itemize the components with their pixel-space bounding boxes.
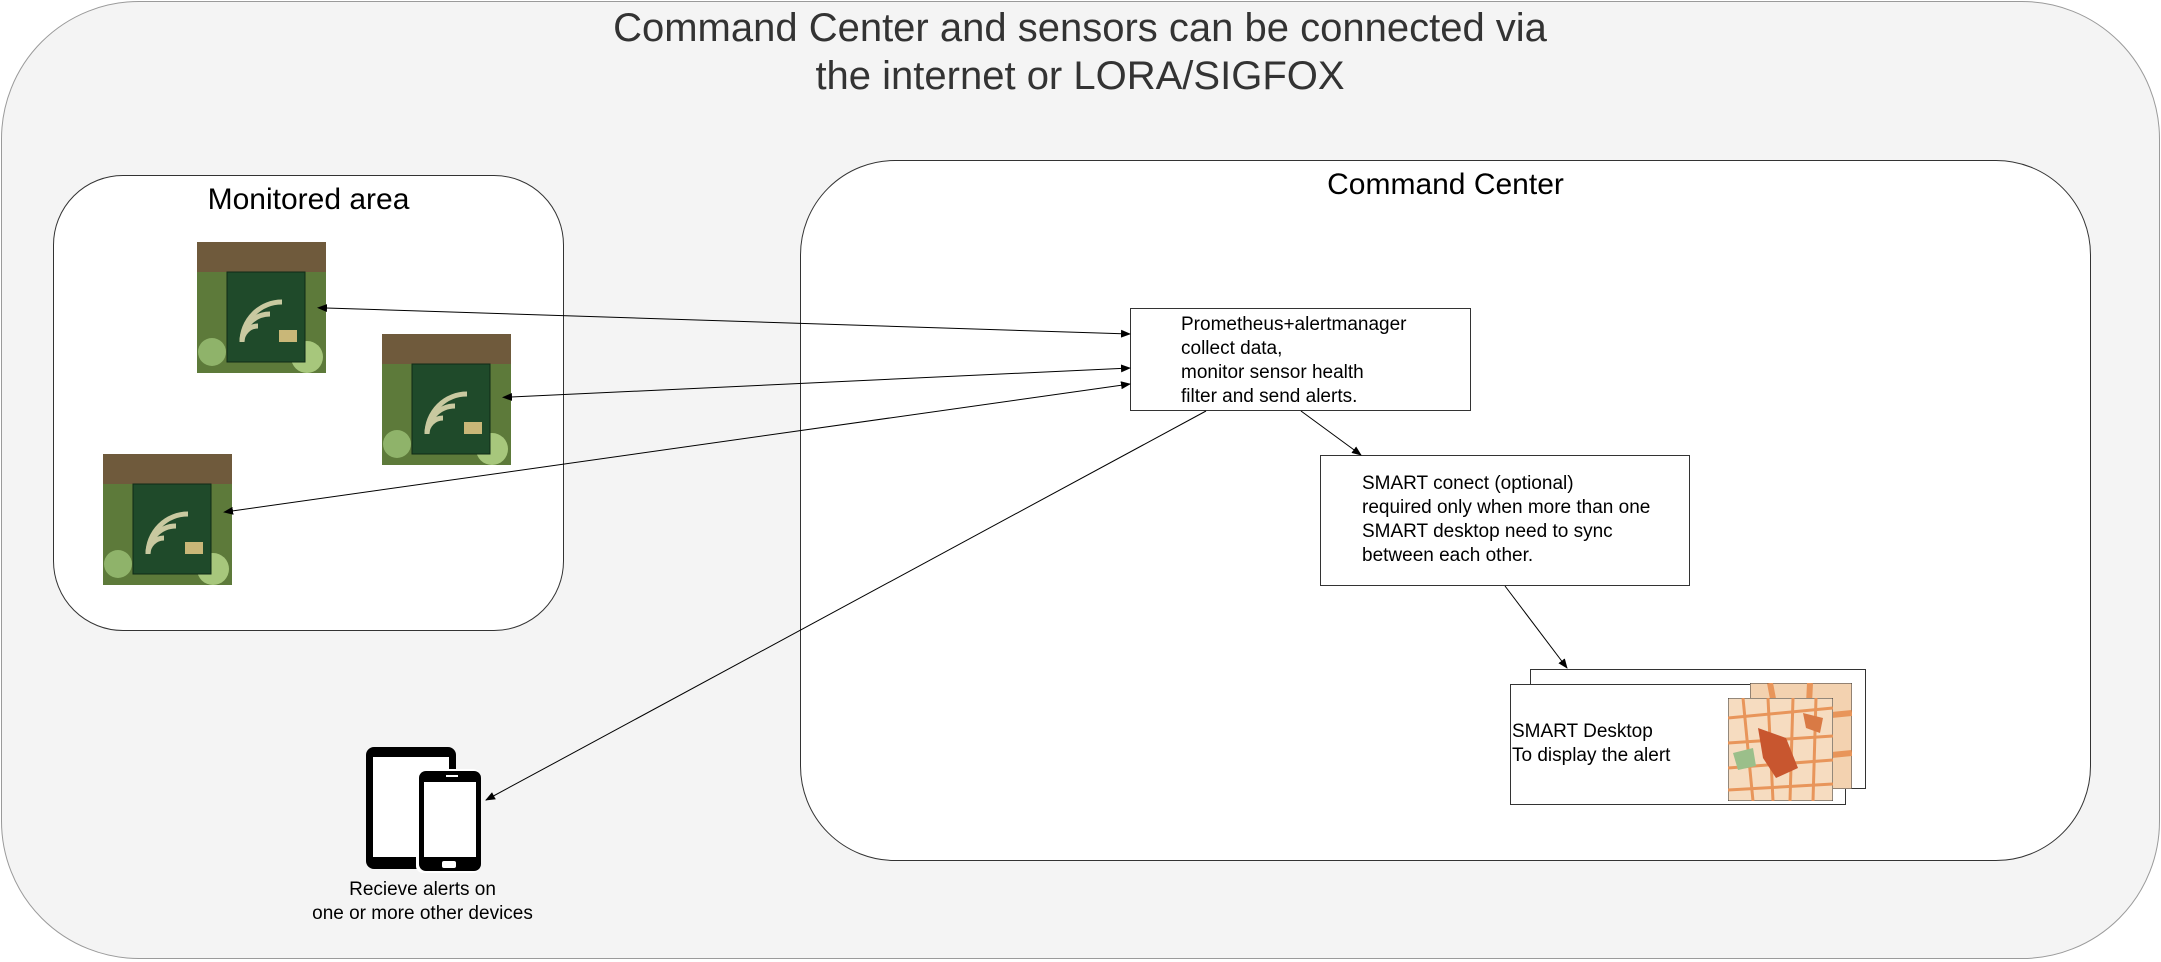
sensor-icon [197, 242, 326, 373]
sensor3-prometheus-connector [223, 381, 1131, 515]
diagram-title-line1: Command Center and sensors can be connec… [613, 6, 1547, 50]
tablet-phone-icon [366, 747, 481, 873]
smart-connect-line: required only when more than one [1362, 497, 1651, 518]
command-center-title: Command Center [1327, 168, 1564, 201]
prometheus-line: monitor sensor health [1181, 362, 1364, 383]
devices-label: Recieve alerts on one or more other devi… [280, 878, 565, 926]
smartconnect-desktop-connector [1504, 585, 1568, 669]
sensor1-prometheus-connector [317, 304, 1131, 338]
prometheus-devices-connector [485, 410, 1207, 801]
devices-label-line: one or more other devices [312, 903, 533, 924]
smart-connect-line: between each other. [1362, 545, 1534, 566]
prometheus-line: filter and send alerts. [1181, 386, 1358, 407]
prometheus-line: Prometheus+alertmanager [1181, 314, 1407, 335]
sensor-icon [103, 454, 232, 585]
prometheus-line: collect data, [1181, 338, 1283, 359]
prometheus-alertmanager-box: Prometheus+alertmanager collect data, mo… [1130, 308, 1471, 411]
smart-desktop-line: SMART Desktop [1512, 721, 1653, 742]
smart-connect-line: SMART desktop need to sync [1362, 521, 1613, 542]
monitored-area-title: Monitored area [207, 183, 410, 216]
map-icon [1728, 698, 1833, 801]
smart-connect-box: SMART conect (optional) required only wh… [1320, 455, 1690, 586]
diagram-title: Command Center and sensors can be connec… [560, 4, 1600, 100]
smart-connect-line: SMART conect (optional) [1362, 473, 1574, 494]
sensor2-prometheus-connector [502, 364, 1131, 401]
smart-desktop-label: SMART Desktop To display the alert [1512, 720, 1670, 768]
devices-label-line: Recieve alerts on [349, 879, 496, 900]
smart-desktop-line: To display the alert [1512, 745, 1671, 766]
diagram-title-line2: the internet or LORA/SIGFOX [815, 54, 1345, 98]
prometheus-smartconnect-connector [1300, 410, 1362, 456]
